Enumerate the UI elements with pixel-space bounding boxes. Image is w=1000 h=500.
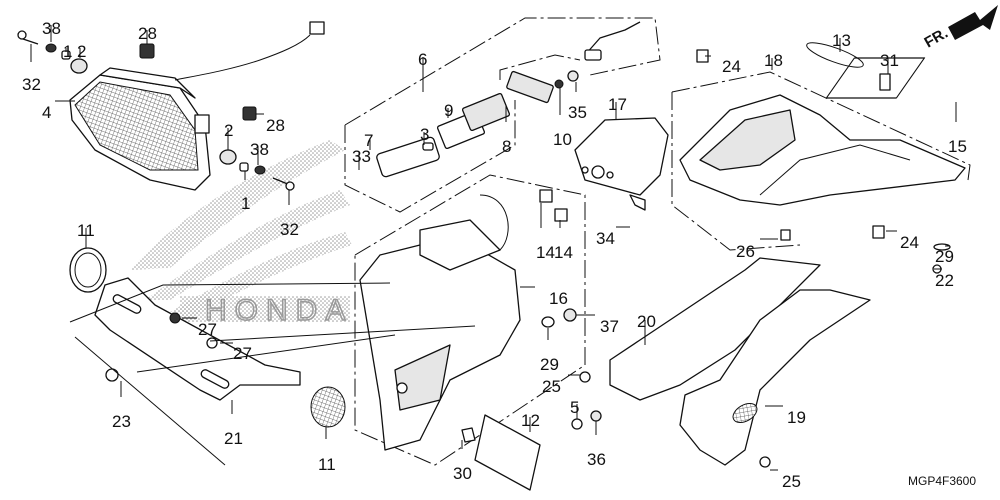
callout-2: 2 [224, 121, 233, 140]
callout-16: 16 [549, 289, 568, 308]
license-light-cover [574, 117, 669, 211]
callout-33: 33 [352, 147, 371, 166]
rear-fender [671, 42, 971, 274]
callout-14: 14 [554, 243, 573, 262]
callout-10: 10 [553, 130, 572, 149]
callout-5: 5 [570, 398, 579, 417]
callout-24: 24 [900, 233, 919, 252]
callout-21: 21 [224, 429, 243, 448]
honda-logo-text: HONDA [205, 294, 353, 327]
callout-14: 14 [536, 243, 555, 262]
callout-11: 11 [77, 221, 95, 240]
callout-25: 25 [542, 377, 561, 396]
callout-26: 26 [736, 242, 755, 261]
front-direction-indicator: FR. [922, 5, 998, 52]
callout-25: 25 [782, 472, 801, 491]
callout-30: 30 [453, 464, 472, 483]
reflector-stay-group [69, 247, 346, 428]
callout-4: 4 [42, 103, 51, 122]
callout-28: 28 [138, 24, 157, 43]
callout-12: 12 [521, 411, 540, 430]
callout-35: 35 [568, 103, 587, 122]
callout-15: 15 [948, 137, 967, 156]
callout-13: 13 [832, 31, 851, 50]
callout-36: 36 [587, 450, 606, 469]
callout-29: 29 [540, 355, 559, 374]
callout-27: 27 [233, 344, 252, 363]
callout-18: 18 [764, 51, 783, 70]
callout-37: 37 [600, 317, 619, 336]
front-arrow-icon [948, 5, 998, 40]
callout-17: 17 [608, 95, 627, 114]
guide-lines [69, 282, 476, 466]
callout-29: 29 [935, 247, 954, 266]
callout-1: 1 [63, 42, 72, 61]
callout-28: 28 [266, 116, 285, 135]
callout-20: 20 [637, 312, 656, 331]
callout-8: 8 [502, 137, 511, 156]
callout-2: 2 [77, 42, 86, 61]
callout-3: 3 [420, 125, 429, 144]
callout-32: 32 [280, 220, 299, 239]
callout-32: 32 [22, 75, 41, 94]
callout-34: 34 [596, 229, 615, 248]
callout-22: 22 [935, 271, 954, 290]
license-plate-bracket [354, 174, 586, 466]
callout-19: 19 [787, 408, 806, 427]
inner-covers [609, 257, 871, 466]
callout-38: 38 [42, 19, 61, 38]
callout-9: 9 [444, 101, 453, 120]
callout-31: 31 [880, 51, 899, 70]
leader-lines [30, 25, 957, 471]
drawing-code: MGP4F3600 [908, 474, 976, 488]
front-label: FR. [922, 25, 951, 52]
callout-11: 11 [318, 455, 336, 474]
callout-1: 1 [241, 194, 250, 213]
callout-7: 7 [364, 131, 373, 150]
license-light-group [344, 17, 661, 213]
callout-38: 38 [250, 140, 269, 159]
honda-wing-logo: HONDA [130, 140, 353, 328]
callout-6: 6 [418, 50, 427, 69]
callout-23: 23 [112, 412, 131, 431]
callout-27: 27 [198, 320, 217, 339]
taillight-assembly [69, 21, 325, 191]
callout-24: 24 [722, 57, 741, 76]
